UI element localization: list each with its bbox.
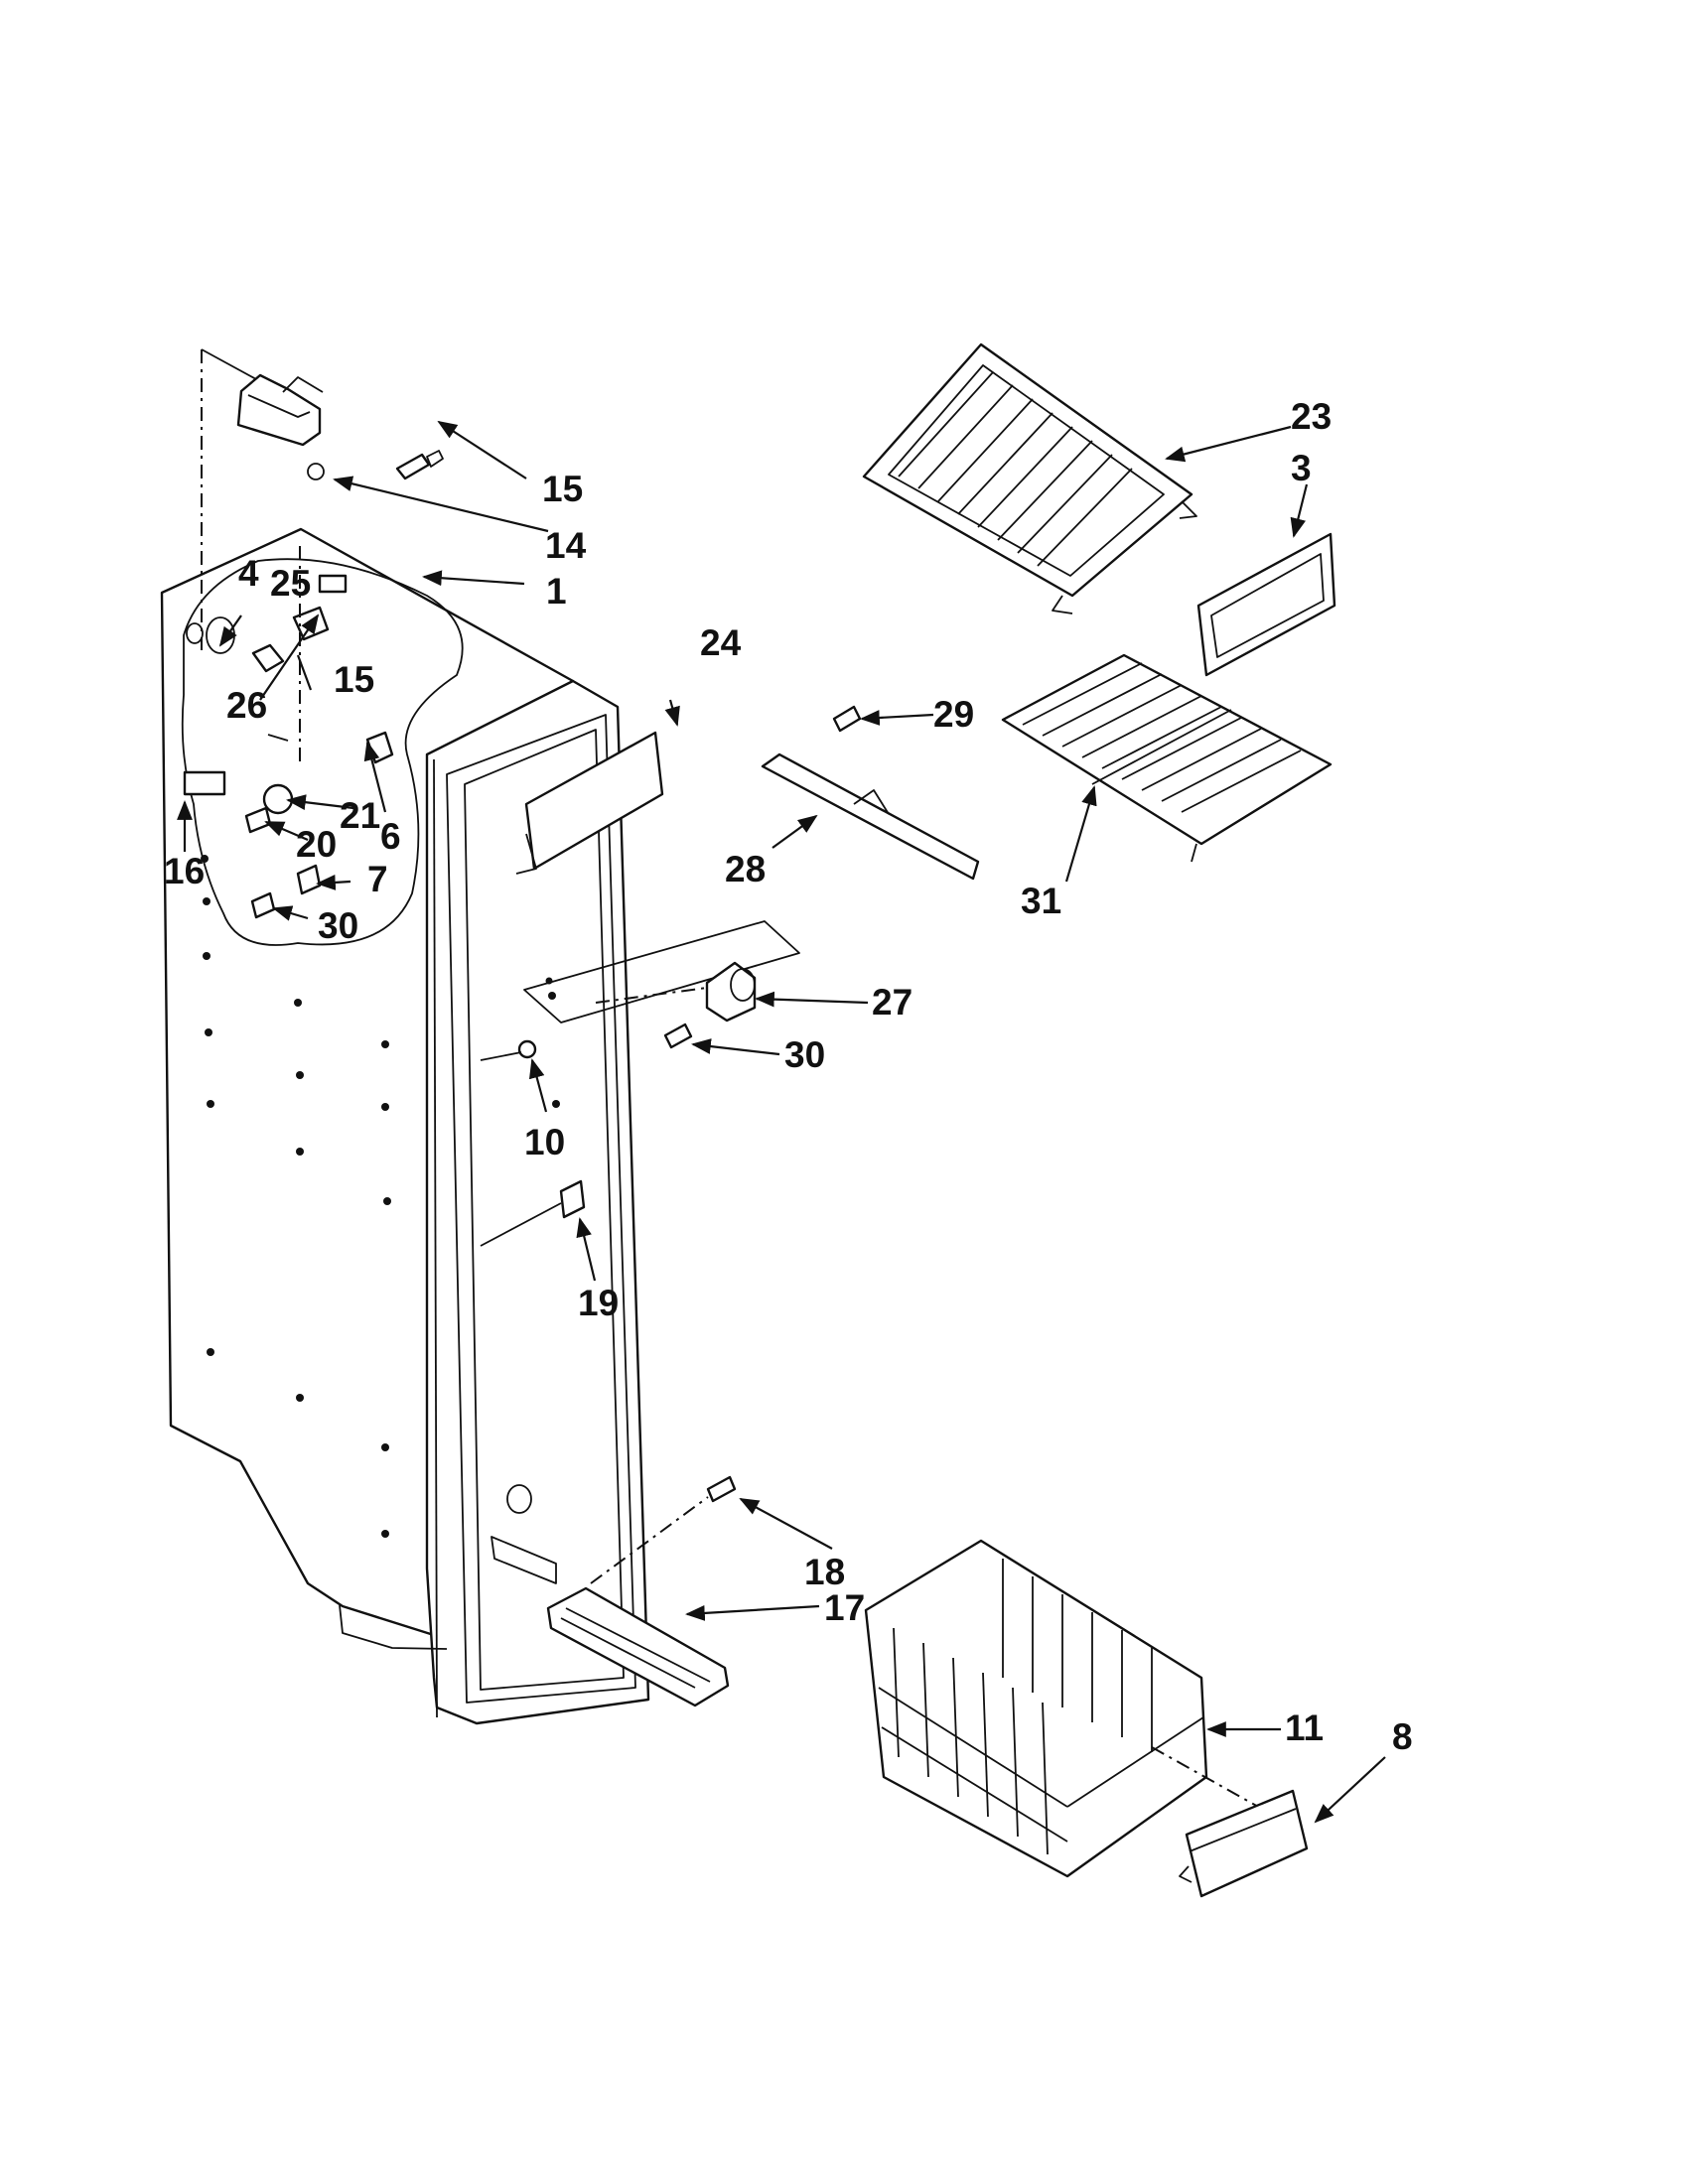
callout-1: 1: [546, 571, 567, 612]
callout-10: 10: [524, 1122, 565, 1162]
callout-labels: 15 14 1 4 25 26 15 21 6 20 16 7 30 24 23…: [164, 396, 1413, 1757]
screw-part-29: [832, 705, 862, 733]
callout-26: 26: [226, 685, 267, 726]
callout-23: 23: [1291, 396, 1332, 437]
callout-31: 31: [1021, 881, 1061, 921]
callout-3: 3: [1291, 448, 1312, 488]
grille-part-17: [546, 1586, 730, 1707]
callout-14: 14: [545, 525, 587, 566]
callout-30: 30: [784, 1034, 825, 1075]
callout-24: 24: [700, 622, 742, 663]
callout-30: 30: [318, 905, 358, 946]
callout-21: 21: [340, 795, 380, 836]
leader-lines: [177, 420, 1386, 1824]
interior-components: [183, 546, 394, 919]
wire-basket-part-11: [864, 1539, 1277, 1878]
screw-part-30-right: [663, 1023, 693, 1049]
callout-27: 27: [872, 982, 912, 1023]
clip-part-10: [480, 1039, 537, 1061]
callout-17: 17: [824, 1587, 865, 1628]
screw-part-18: [590, 1475, 737, 1584]
callout-11: 11: [1285, 1707, 1324, 1748]
callout-16: 16: [164, 851, 205, 891]
callout-4: 4: [238, 553, 259, 594]
callout-20: 20: [296, 824, 337, 865]
callout-19: 19: [578, 1283, 619, 1323]
basket-front-part-8: [1179, 1789, 1309, 1898]
liner-holes: [201, 855, 560, 1538]
callout-6: 6: [380, 816, 401, 857]
callout-18: 18: [804, 1552, 845, 1592]
shelf-part-23: [862, 342, 1197, 614]
shelf-bracket-part-28: [761, 752, 980, 881]
callout-29: 29: [933, 694, 974, 735]
callout-8: 8: [1392, 1716, 1413, 1757]
callout-25: 25: [270, 563, 311, 604]
frame-part-3: [1196, 532, 1336, 677]
switch-part-19: [480, 1179, 586, 1247]
wire-shelf-part-31: [1001, 653, 1333, 863]
callout-7: 7: [367, 859, 388, 899]
callout-28: 28: [725, 849, 766, 889]
cover-part-24: [515, 731, 664, 875]
callout-15: 15: [542, 469, 583, 509]
screw-part-15-top: [395, 450, 444, 480]
top-hinge-bracket-part-14: [236, 373, 325, 480]
control-part-27: [523, 920, 800, 1024]
callout-15: 15: [334, 659, 374, 700]
